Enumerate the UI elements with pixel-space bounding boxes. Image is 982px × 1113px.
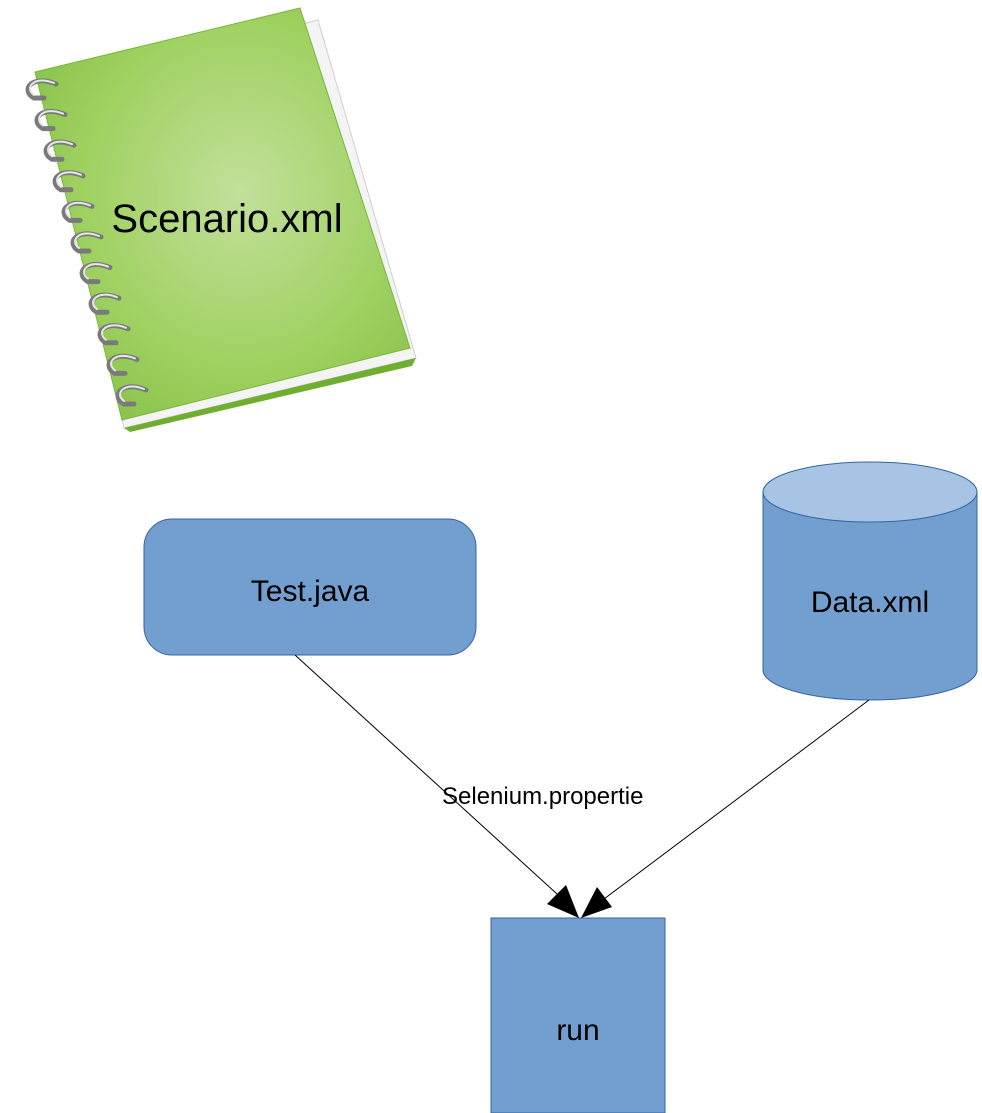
edge-data-to-run [581,699,870,918]
data-xml-cylinder-body [762,492,978,701]
spiral-ring-highlight [110,354,136,372]
notebook-label: Scenario.xml [111,197,342,241]
edge-test-to-run [294,654,579,918]
spiral-ring-highlight [92,293,118,311]
edge-test-to-run-line [294,654,569,905]
spiral-ring-highlight [47,140,73,158]
edge-test-to-run-arrowhead [547,885,579,918]
spiral-rings [25,78,149,407]
spiral-ring-highlight [29,79,55,96]
edge-data-to-run-line [595,699,870,906]
spiral-ring-highlight [83,263,109,280]
spiral-ring-highlight [119,385,145,402]
edge-label-selenium: Selenium.propertie [442,783,643,810]
run-label: run [556,1014,599,1047]
test-java-node[interactable]: Test.java [143,518,477,656]
spiral-ring-highlight [65,201,91,219]
edge-data-to-run-arrowhead [581,887,612,918]
spiral-ring-highlight [38,110,64,127]
spiral-ring-highlight [74,232,100,249]
run-box [490,917,666,1113]
test-java-box [143,518,477,656]
data-xml-node[interactable]: Data.xml [762,461,978,701]
spiral-ring-highlight [101,324,127,341]
data-xml-cylinder-top [762,461,978,523]
data-xml-label: Data.xml [811,586,929,619]
test-java-label: Test.java [251,575,370,608]
notebook-icon: Scenario.xml [25,7,417,432]
run-node[interactable]: run [490,917,666,1113]
spiral-ring-highlight [56,171,82,188]
notebook-back-edge [124,358,416,432]
